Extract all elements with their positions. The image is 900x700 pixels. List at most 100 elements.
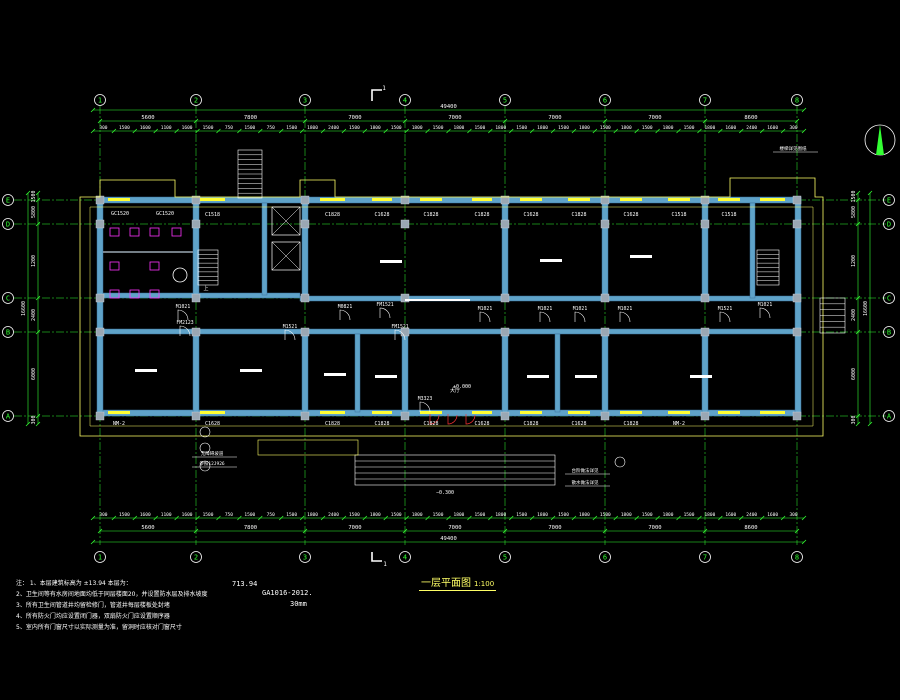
door-swing	[619, 311, 631, 323]
column	[300, 327, 310, 337]
column	[500, 293, 510, 303]
dim-tick	[153, 128, 159, 134]
wall-partition-lower	[501, 333, 509, 415]
column	[400, 293, 410, 303]
dim-tick	[676, 128, 681, 134]
dim-label: 2400	[851, 309, 857, 321]
dim-label: 1500	[433, 512, 444, 518]
dim-label: 49400	[440, 104, 457, 110]
elevator-shaft	[271, 206, 301, 236]
dim-label: 1800	[663, 512, 674, 518]
axis-bubble	[190, 94, 202, 106]
axis-bubble	[2, 194, 14, 206]
axis-bubble	[699, 551, 711, 563]
dim-label: 1600	[767, 512, 778, 518]
dim-tick	[153, 515, 159, 521]
toilet-fixture	[149, 261, 160, 271]
outdoor-elevation-label: −0.300	[436, 490, 454, 496]
axis-bubble-label: A	[6, 413, 11, 421]
axis-bubble	[299, 94, 311, 106]
dim-label: 7800	[244, 525, 257, 531]
wall-exterior-left	[96, 196, 104, 417]
dim-label: 300	[99, 512, 107, 518]
dim-label: 1500	[286, 125, 297, 131]
dim-tick	[132, 515, 138, 521]
window-bottom	[200, 411, 225, 414]
dim-label: 1500	[600, 125, 611, 131]
dim-tick	[780, 515, 786, 521]
column	[500, 327, 510, 337]
wall-corridor-top-left	[102, 292, 301, 299]
dim-label: 1500	[516, 125, 527, 131]
callout-text: 参照12J926	[199, 460, 225, 467]
door-label: M1021	[538, 306, 553, 312]
axis-bubble	[399, 551, 411, 563]
dim-tick	[35, 295, 41, 301]
axis-bubble	[883, 218, 895, 230]
column	[95, 327, 105, 337]
dim-label: 8600	[744, 115, 757, 121]
column	[500, 195, 510, 205]
window-bottom	[760, 411, 785, 414]
window-label-top: C1628	[374, 212, 389, 218]
dim-label: 1500	[558, 512, 569, 518]
axis-bubble	[94, 551, 106, 563]
dim-label: 1500	[31, 190, 37, 202]
window-top	[668, 198, 690, 201]
dim-tick	[320, 515, 326, 521]
toilet-fixture	[149, 289, 160, 299]
window-label-top: C1828	[423, 212, 438, 218]
dim-label: 1200	[851, 255, 857, 267]
door-label: M0821	[338, 304, 353, 310]
spec-thickness: 30mm	[290, 600, 307, 608]
entrance-door-swing	[447, 414, 458, 425]
axis-bubble-label: D	[887, 221, 891, 229]
dim-tick	[613, 515, 619, 521]
column	[700, 327, 710, 337]
door-label: M3323	[418, 396, 433, 402]
window-label-top: C1518	[721, 212, 736, 218]
stair-main-entrance	[354, 454, 556, 486]
axis-bubble-label: E	[6, 197, 10, 205]
door-label: FM1521	[376, 302, 393, 308]
window-label-top: C1828	[571, 212, 586, 218]
column	[600, 293, 610, 303]
window-top	[568, 198, 590, 201]
column	[700, 411, 710, 421]
dim-tick	[90, 107, 96, 113]
axis-bubble-label: 3	[303, 554, 307, 562]
dim-tick	[278, 515, 284, 521]
dim-tick	[502, 118, 508, 124]
dim-label: 750	[267, 125, 275, 131]
axis-bubble-label: 6	[603, 97, 607, 105]
dim-label: 1100	[161, 512, 172, 518]
entrance-door-swing	[429, 414, 440, 425]
column	[600, 327, 610, 337]
column	[500, 411, 510, 421]
column	[300, 411, 310, 421]
dim-label: 1500	[474, 512, 485, 518]
axis-bubble	[883, 326, 895, 338]
dim-label: 1500	[474, 125, 485, 131]
door-swing	[379, 307, 391, 319]
dim-tick	[867, 190, 873, 196]
dim-label: 1500	[642, 512, 653, 518]
dim-tick	[402, 528, 408, 534]
axis-bubble-label: 3	[303, 97, 307, 105]
column	[191, 327, 201, 337]
column	[792, 195, 802, 205]
wall-partition-lower	[301, 333, 309, 415]
column	[400, 195, 410, 205]
dim-label: 1500	[516, 512, 527, 518]
dim-tick	[278, 128, 284, 134]
dim-tick	[90, 539, 96, 545]
column	[600, 411, 610, 421]
dim-tick	[855, 197, 861, 203]
window-label-bottom: C1828	[623, 421, 638, 427]
axis-bubble	[599, 94, 611, 106]
column	[600, 219, 610, 229]
column	[191, 293, 201, 303]
drawing-notes: 注： 1、本层建筑标高为 ±13.94 本层为： 2、卫生间等有水房间地面均低于…	[16, 578, 207, 633]
room-label-bar	[540, 259, 562, 262]
